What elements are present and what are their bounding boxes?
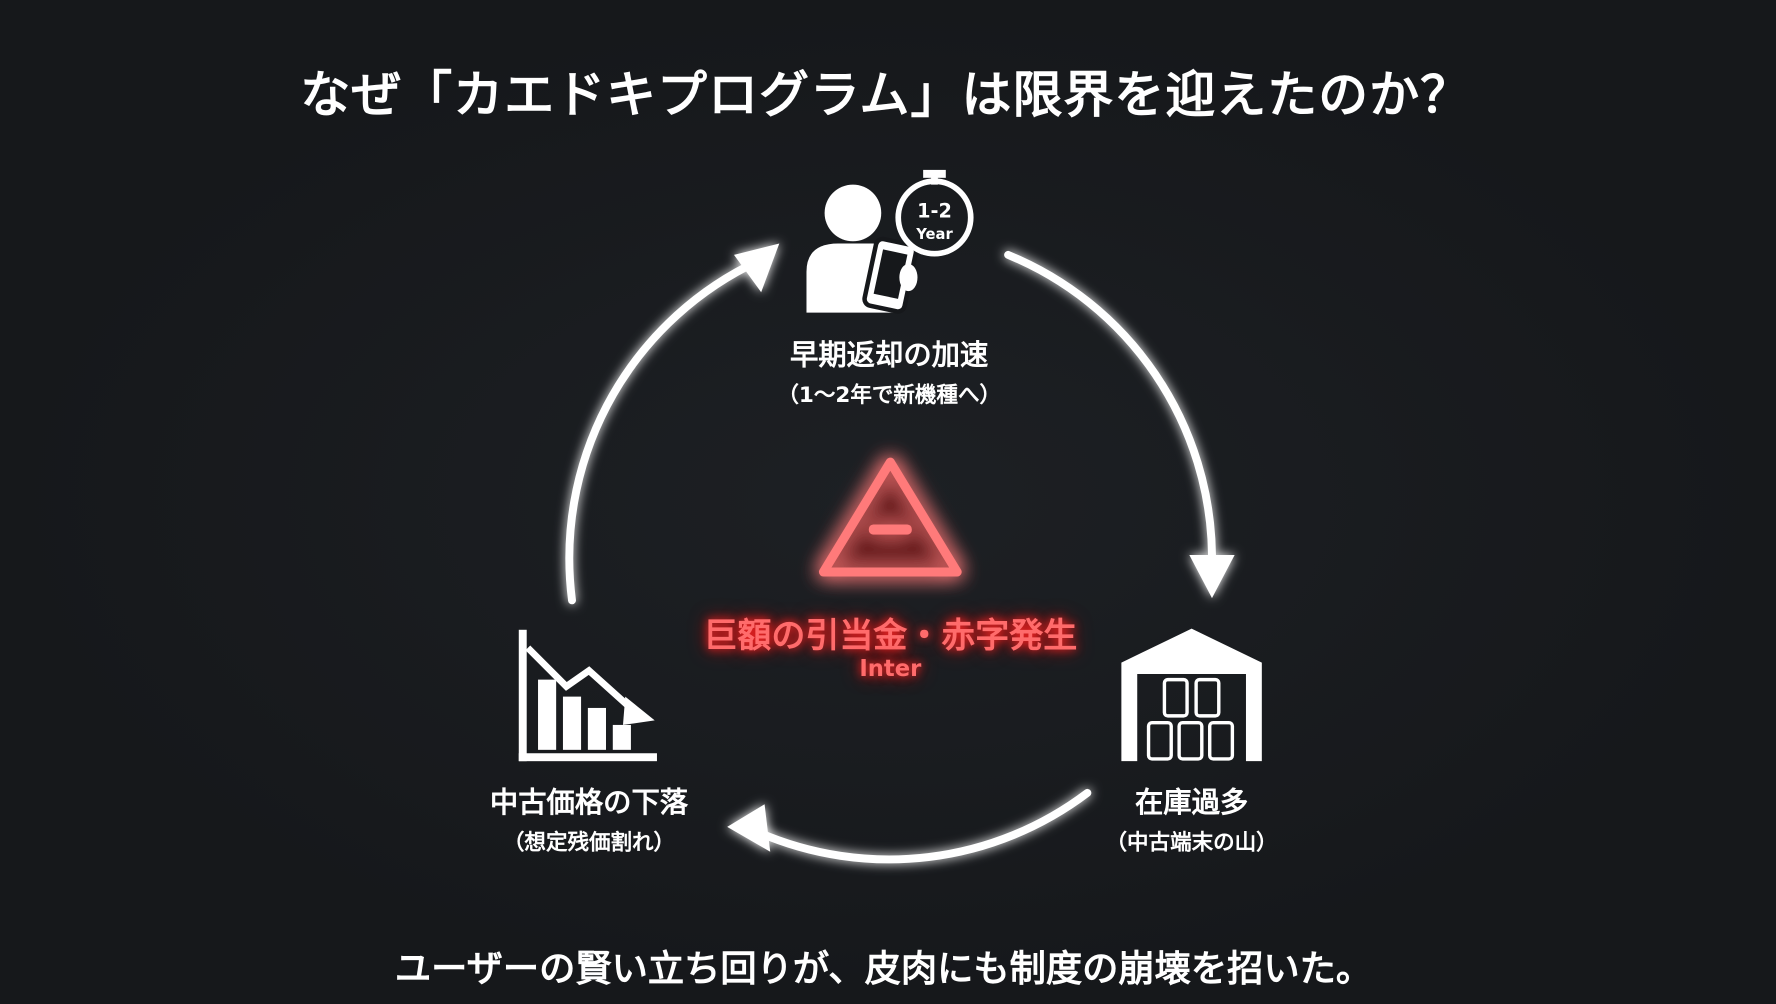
- warning-triangle-icon: [818, 457, 962, 577]
- center-warning-label: 巨額の引当金・赤字発生: [703, 616, 1078, 656]
- stopwatch-badge-bottom: Year: [915, 226, 953, 243]
- node-sub-excess-inventory: （中古端末の山）: [1105, 830, 1278, 856]
- cycle-arrow-left: [565, 262, 752, 605]
- node-sub-early-return: （1〜2年で新機種へ）: [777, 382, 1001, 408]
- arrowhead-down-icon: [1189, 555, 1235, 599]
- cycle-arrow-bottom: [754, 788, 1092, 864]
- node-label-price-drop: 中古価格の下落: [489, 786, 689, 819]
- slide-footer: ユーザーの賢い立ち回りが、皮肉にも制度の崩壊を招いた。: [394, 946, 1373, 990]
- arrowhead-up-right-icon: [733, 243, 780, 293]
- node-label-excess-inventory: 在庫過多: [1134, 786, 1249, 819]
- arrowhead-left-icon: [727, 804, 771, 852]
- cycle-arrow-top-right: [1004, 250, 1216, 559]
- warehouse-phones-icon: [1121, 628, 1262, 762]
- node-label-early-return: 早期返却の加速: [790, 338, 989, 372]
- user-phone-stopwatch-icon: 1-2 Year: [806, 169, 974, 314]
- declining-chart-icon: [518, 629, 657, 762]
- stopwatch-badge-top: 1-2: [917, 199, 952, 222]
- node-sub-price-drop: （想定残価割れ）: [502, 830, 676, 856]
- slide-title: なぜ「カエドキプログラム」は限界を迎えたのか？: [300, 66, 1472, 125]
- center-warning-sub: Inter: [859, 654, 922, 682]
